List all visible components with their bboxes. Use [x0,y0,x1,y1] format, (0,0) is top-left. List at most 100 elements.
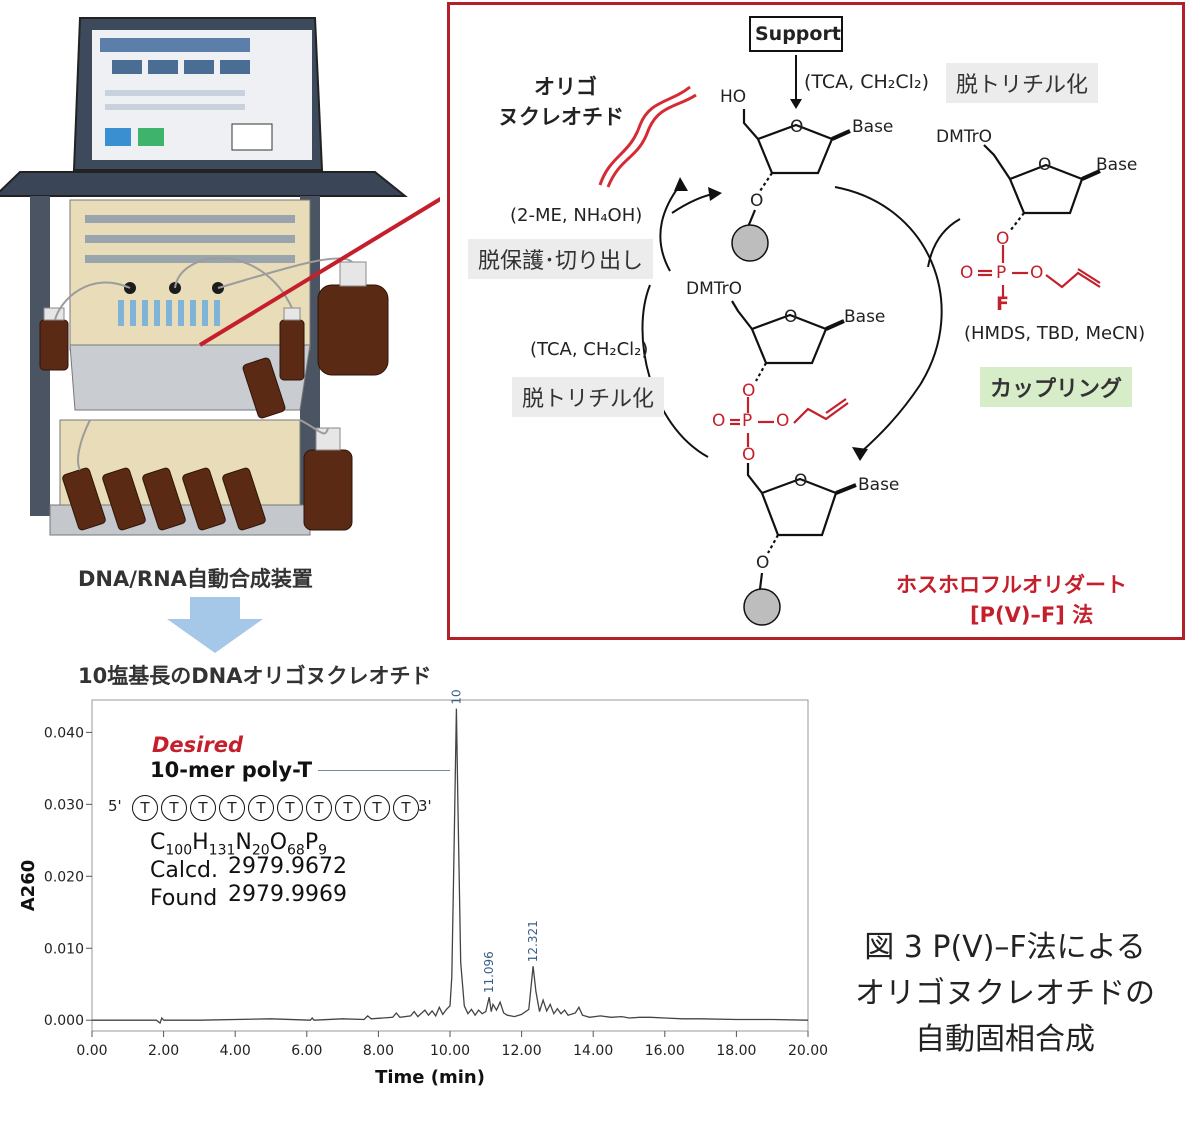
found-value: 2979.9969 [228,882,347,907]
found-label: Found [150,886,218,911]
caption-line-3: 自動固相合成 [915,1022,1095,1057]
atom-o-mid-b: O [712,411,726,431]
cleave-reagent: (2-ME, NH₄OH) [510,205,643,226]
y-axis-label: A260 [18,860,39,912]
y-tick-label: 0.010 [44,941,84,957]
x-tick-label: 10.00 [430,1043,470,1059]
synthesizer-illustration [0,17,440,536]
y-tick-label: 0.040 [44,725,84,741]
x-tick-label: 12.00 [502,1043,542,1059]
peak-label: 10.179 [449,690,463,705]
x-tick-label: 14.00 [573,1043,613,1059]
x-tick-label: 2.00 [148,1043,179,1059]
method-line-1: ホスホロフルオリダート [896,573,1127,597]
strand-unit-t: T [161,795,187,821]
formula-element: N [235,830,252,855]
atom-o-mid-d: O [742,445,756,465]
atom-o-mid-c: O [776,411,790,431]
atom-o-right-c: O [1030,263,1044,283]
calcd-label: Calcd. [150,858,219,883]
product-name: 10-mer poly-T [150,758,313,782]
atom-dmtro-mid: DMTrO [686,279,743,299]
atom-dmtro-right: DMTrO [936,127,993,147]
scheme-structures [598,16,1101,626]
formula-subscript: 131 [208,842,236,859]
peak-label: 12.321 [526,920,540,962]
desired-label: Desired [152,733,244,757]
atom-o-bottom-3: O [756,553,770,573]
figure-caption: 図 3 P(V)–F法による オリゴヌクレオチドの 自動固相合成 [820,925,1190,1063]
atom-p-mid: P [742,411,753,431]
strand-5-prime: 5' [108,797,122,815]
support-label: Support [755,23,841,45]
oligo-label-1: オリゴ [534,75,597,99]
x-tick-label: 18.00 [716,1043,756,1059]
atom-p-right: P [996,263,1007,283]
strand-unit-t: T [190,795,216,821]
top-step-tag: 脱トリチル化 [946,63,1099,103]
cleave-step-tag: 脱保護･切り出し [468,239,654,279]
series-line [92,708,809,1025]
synthesizer-label: DNA/RNA自動合成装置 [78,567,313,591]
strand-unit-t: T [306,795,332,821]
atom-base-bottom: Base [858,475,900,495]
caption-line-1: 図 3 P(V)–F法による [864,930,1146,965]
left-step-tag: 脱トリチル化 [512,377,665,417]
atom-o-right-b: O [960,263,974,283]
caption-line-2: オリゴヌクレオチドの [855,976,1155,1011]
x-axis-label: Time (min) [375,1067,485,1088]
top-reagent: (TCA, CH₂Cl₂) [804,71,929,93]
atom-ho: HO [720,87,747,107]
strand-unit-t: T [132,795,158,821]
formula-subscript: 100 [165,842,193,859]
molecular-formula: C100H131N20O68P9 [150,830,327,858]
x-tick-label: 20.00 [788,1043,828,1059]
formula-element: C [150,830,166,855]
y-tick-label: 0.020 [44,869,84,885]
peak-label: 11.096 [482,951,496,993]
left-reagent: (TCA, CH₂Cl₂) [530,339,649,360]
strand-unit-t: T [219,795,245,821]
formula-subscript: 20 [251,842,270,859]
atom-base-mid: Base [844,307,886,327]
x-tick-label: 8.00 [363,1043,394,1059]
strand-unit-t: T [248,795,274,821]
coupling-step-tag: カップリング [980,367,1133,407]
strand-unit-t: T [364,795,390,821]
x-tick-label: 0.00 [76,1043,107,1059]
atom-o-mid-a: O [742,381,756,401]
formula-subscript: 68 [287,842,305,859]
x-tick-label: 16.00 [645,1043,685,1059]
product-pointer-line [318,770,450,771]
oligo-label-2: ヌクレオチド [498,105,624,129]
x-tick-label: 4.00 [220,1043,251,1059]
reaction-scheme: Support (TCA, CH₂Cl₂) 脱トリチル化 オリゴ ヌクレオチド … [447,2,1185,640]
formula-element: O [269,830,288,855]
coupling-reagent: (HMDS, TBD, MeCN) [964,323,1146,344]
down-arrow-icon [167,597,263,653]
y-tick-label: 0.000 [44,1013,84,1029]
atom-base-right: Base [1096,155,1138,175]
formula-element: H [192,830,209,855]
atom-o-top-3: O [750,191,764,211]
strand-3-prime: 3' [418,797,432,815]
method-line-2: [P(V)–F] 法 [970,603,1094,627]
atom-base-top: Base [852,117,894,137]
calcd-value: 2979.9672 [228,854,347,879]
atom-o-right: O [1038,155,1052,175]
formula-element: P [304,830,319,855]
x-tick-label: 6.00 [291,1043,322,1059]
atom-f: F [996,293,1009,315]
atom-o-top: O [790,117,804,137]
product-label: 10塩基長のDNAオリゴヌクレオチド [78,664,432,688]
chromatogram-chart: 0.00 2.00 4.00 6.00 8.00 10.00 12.00 14.00 16.00… [18,690,828,1088]
atom-o-right-a: O [996,229,1010,249]
formula-subscript: 9 [318,842,328,859]
y-tick-label: 0.030 [44,797,84,813]
strand-unit-t: T [393,795,419,821]
strand-unit-t: T [335,795,361,821]
atom-o-bottom: O [794,471,808,491]
strand-unit-t: T [277,795,303,821]
atom-o-mid: O [784,307,798,327]
